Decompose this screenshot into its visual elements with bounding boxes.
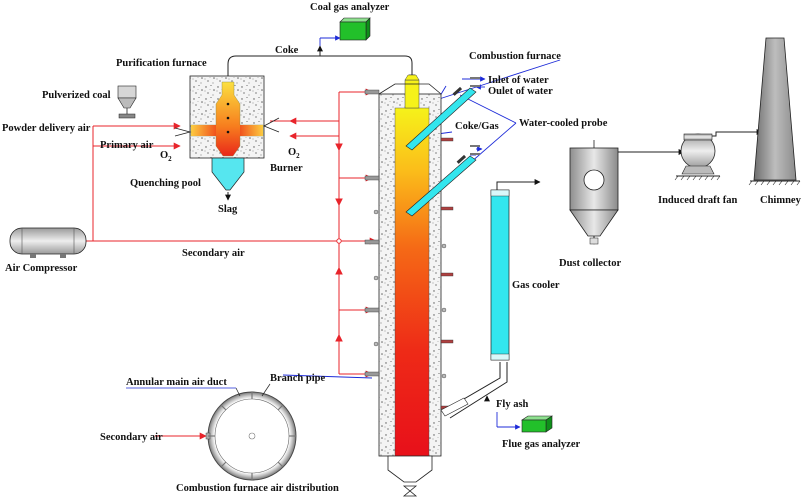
label-branch-pipe: Branch pipe	[270, 373, 325, 384]
dust-collector	[569, 140, 619, 245]
label-secondary-air-inset: Secondary air	[100, 432, 163, 443]
label-fly-ash: Fly ash	[496, 399, 529, 410]
label-induced-draft-fan: Induced draft fan	[658, 195, 738, 206]
air-piping	[85, 88, 377, 440]
label-combustion-furnace: Combustion furnace	[469, 51, 561, 62]
label-secondary-air-main: Secondary air	[182, 248, 245, 259]
label-slag: Slag	[218, 204, 238, 215]
chimney	[748, 37, 801, 186]
induced-draft-fan	[674, 133, 721, 181]
label-primary-air: Primary air	[100, 140, 154, 151]
signal-lines	[282, 35, 561, 430]
purification-furnace	[174, 75, 280, 159]
label-chimney: Chimney	[760, 195, 802, 206]
label-o2-left: O2	[160, 150, 172, 163]
label-air-distribution-caption: Combustion furnace air distribution	[176, 483, 339, 494]
air-compressor	[9, 227, 87, 258]
quenching-pool	[211, 157, 245, 191]
label-purification-furnace: Purification furnace	[116, 58, 207, 69]
label-annular-main-air-duct: Annular main air duct	[126, 377, 227, 388]
gas-cooler	[490, 189, 510, 361]
label-gas-cooler: Gas cooler	[512, 280, 560, 291]
label-coal-gas-analyzer: Coal gas analyzer	[310, 2, 390, 13]
label-pulverized-coal: Pulverized coal	[42, 90, 111, 101]
water-cooled-probes	[405, 77, 480, 217]
label-o2-right: O2	[288, 147, 300, 160]
flue-gas-analyzer-box	[521, 415, 553, 433]
annular-air-duct	[126, 383, 297, 481]
label-flue-gas-analyzer: Flue gas analyzer	[502, 439, 580, 450]
label-quenching-pool: Quenching pool	[130, 178, 201, 189]
fly-ash-chute	[440, 397, 469, 417]
combustion-furnace	[364, 74, 454, 497]
label-powder-delivery-air: Powder delivery air	[2, 123, 91, 134]
label-outlet-of-water: Oulet of water	[488, 86, 553, 97]
label-coke-gas: Coke/Gas	[455, 121, 499, 132]
label-dust-collector: Dust collector	[559, 258, 621, 269]
label-air-compressor: Air Compressor	[5, 263, 78, 274]
label-burner: Burner	[270, 163, 303, 174]
coal-gas-analyzer-box	[339, 17, 371, 41]
label-coke: Coke	[275, 45, 299, 56]
label-inlet-of-water: Inlet of water	[488, 75, 549, 86]
pulverized-coal-hopper	[117, 85, 137, 119]
label-water-cooled-probe: Water-cooled probe	[519, 118, 608, 129]
